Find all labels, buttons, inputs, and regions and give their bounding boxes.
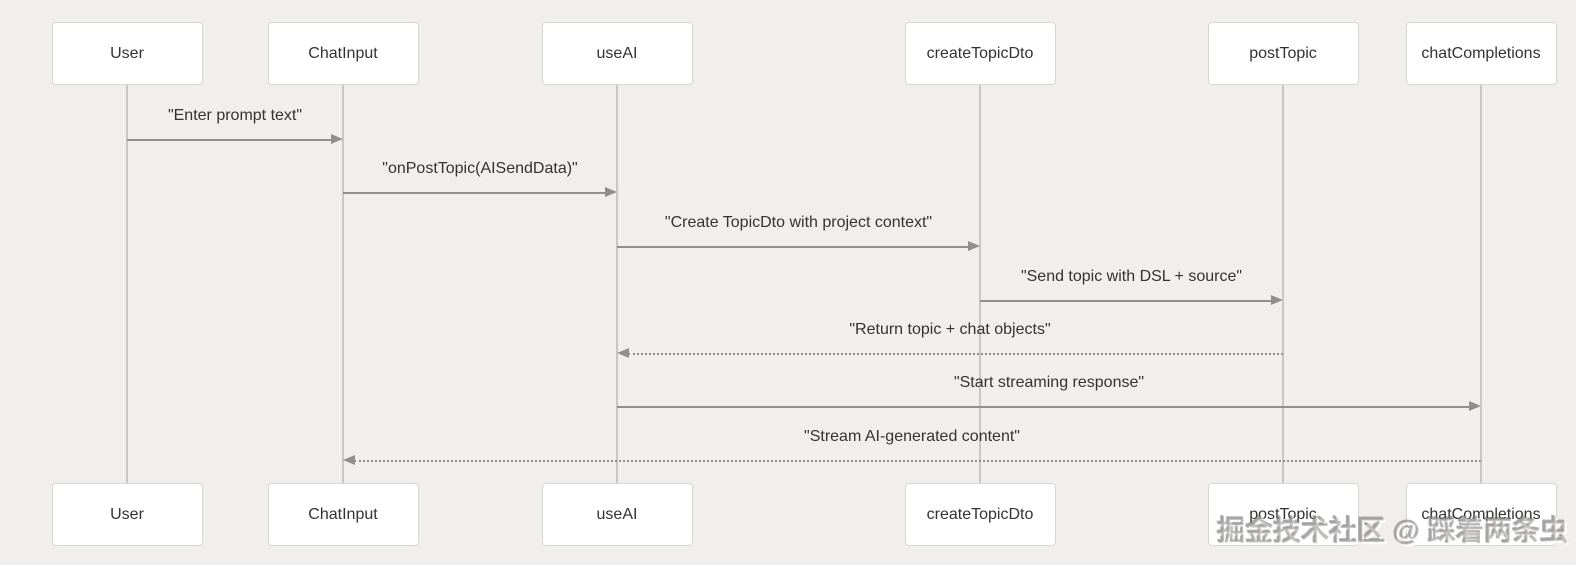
message-label: "Send topic with DSL + source" [1020, 268, 1243, 285]
participant-bottom-create-topic-dto: createTopicDto [904, 483, 1056, 546]
arrowhead-icon [968, 241, 980, 251]
message-line [127, 139, 332, 141]
message-label: "Enter prompt text" [167, 107, 303, 124]
message-label: "Stream AI-generated content" [804, 428, 1020, 445]
message-line [628, 353, 1283, 355]
lifeline-chat-input [342, 85, 344, 483]
participant-bottom-chat-input: ChatInput [267, 483, 419, 546]
message-line [354, 460, 1481, 462]
arrowhead-icon [605, 187, 617, 197]
arrowhead-icon [1271, 295, 1283, 305]
message-label: "onPostTopic(AISendData)" [382, 160, 578, 177]
participant-bottom-use-ai: useAI [541, 483, 693, 546]
message-label: "Create TopicDto with project context" [664, 214, 933, 231]
participant-top-create-topic-dto: createTopicDto [904, 22, 1056, 85]
participant-top-post-topic: postTopic [1207, 22, 1359, 85]
message-line [343, 192, 606, 194]
lifeline-chat-completions [1480, 85, 1482, 483]
lifeline-use-ai [616, 85, 618, 483]
lifeline-post-topic [1282, 85, 1284, 483]
lifeline-create-topic-dto [979, 85, 981, 483]
participant-top-chat-completions: chatCompletions [1405, 22, 1557, 85]
arrowhead-icon [1469, 401, 1481, 411]
participant-top-user: User [51, 22, 203, 85]
message-label: "Start streaming response" [953, 374, 1145, 391]
participant-bottom-user: User [51, 483, 203, 546]
participant-bottom-post-topic: postTopic [1207, 483, 1359, 546]
arrowhead-icon [617, 348, 629, 358]
participant-bottom-chat-completions: chatCompletions [1405, 483, 1557, 546]
participant-top-use-ai: useAI [541, 22, 693, 85]
arrowhead-icon [331, 134, 343, 144]
participant-top-chat-input: ChatInput [267, 22, 419, 85]
message-line [617, 406, 1470, 408]
lifeline-user [126, 85, 128, 483]
message-line [980, 300, 1272, 302]
watermark: 掘金技术社区 @ 踩着两条虫 [1217, 515, 1568, 546]
arrowhead-icon [343, 455, 355, 465]
message-label: "Return topic + chat objects" [849, 321, 1051, 338]
message-line [617, 246, 969, 248]
